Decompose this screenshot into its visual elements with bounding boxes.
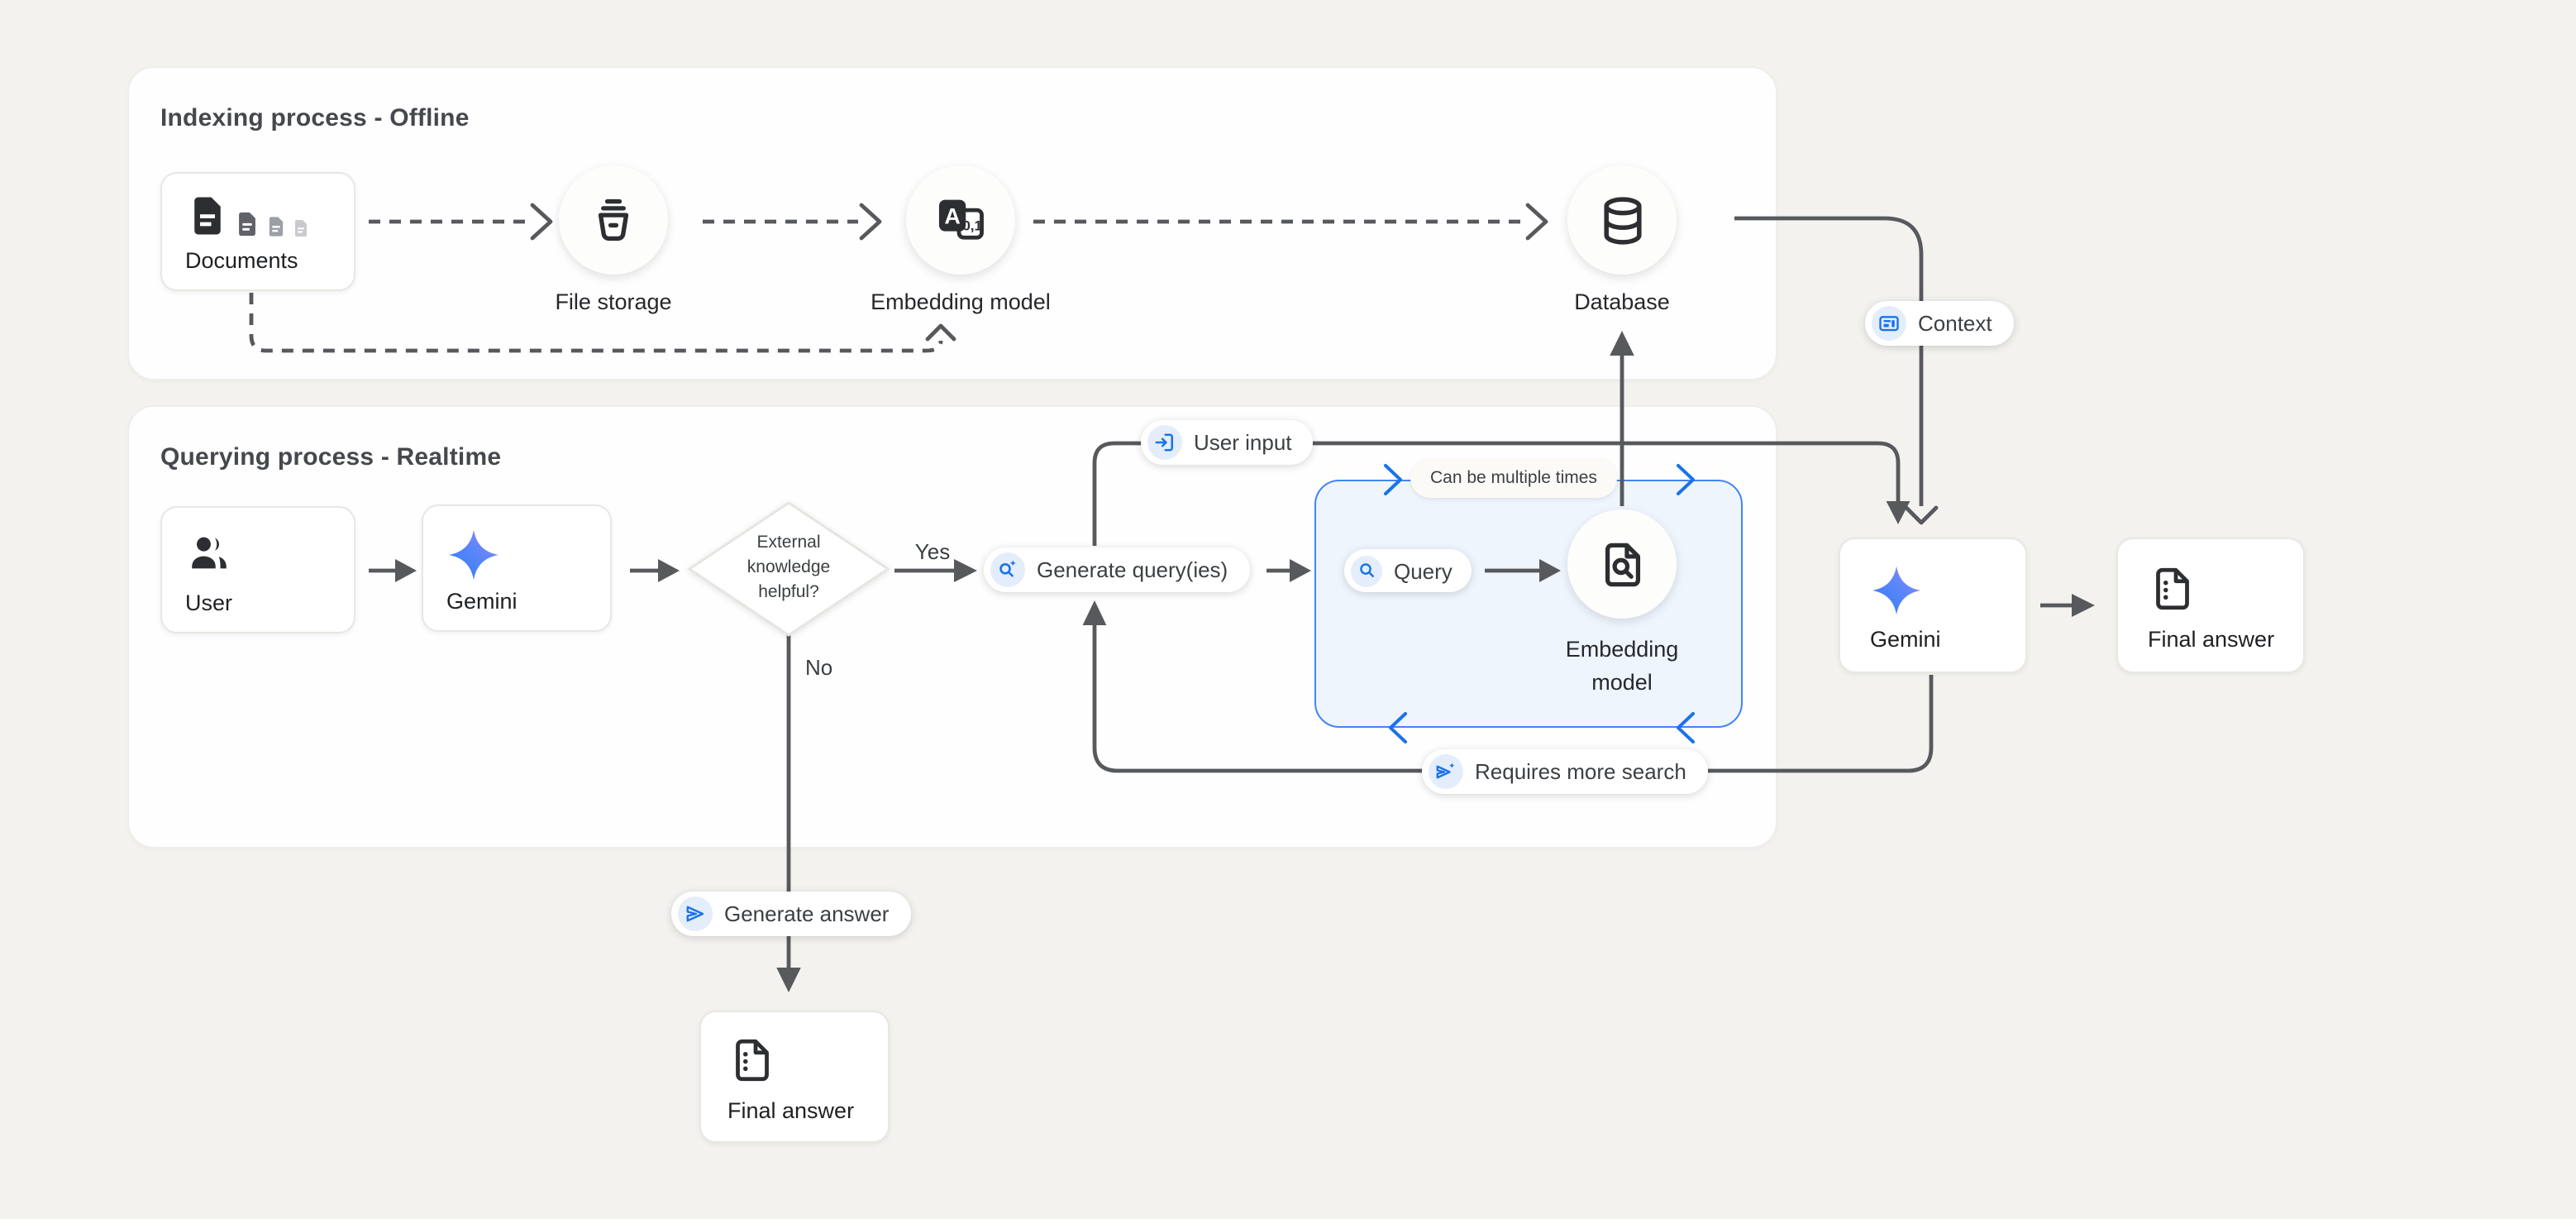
final-answer-right-node: Final answer xyxy=(2116,538,2305,673)
query-embedding-model-label: Embedding model xyxy=(1565,637,1679,695)
loop-chevron-top-left xyxy=(1384,464,1402,495)
edge-to-loop-box-arrow xyxy=(1290,559,1311,582)
embedding-model-label: Embedding model xyxy=(871,289,1051,314)
loop-chevron-top-right xyxy=(1677,464,1695,495)
file-storage-label: File storage xyxy=(555,289,672,314)
search-sparkle-icon xyxy=(990,552,1025,587)
edge-documents-bypass xyxy=(249,293,943,353)
documents-label: Documents xyxy=(185,248,298,273)
gemini-node: Gemini xyxy=(422,504,612,632)
context-pill: Context xyxy=(1865,301,2014,346)
generate-answer-label: Generate answer xyxy=(724,901,890,926)
user-label: User xyxy=(185,590,233,615)
final-answer-bottom-node: Final answer xyxy=(699,1011,890,1143)
requires-more-search-label: Requires more search xyxy=(1475,759,1686,784)
edge-user-input xyxy=(1092,441,1901,546)
user-node: User xyxy=(160,506,355,633)
document-search-icon xyxy=(1595,537,1649,591)
edge-query-to-embedding-arrow xyxy=(1539,559,1561,582)
final-answer-bottom-label: Final answer xyxy=(727,1098,855,1123)
no-edge-label: No xyxy=(805,655,833,680)
edge-storage-to-embedding-arrow xyxy=(859,203,882,241)
answer-document-icon xyxy=(2148,564,2197,622)
requires-more-search-pill: Requires more search xyxy=(1422,749,1708,794)
edge-embedding-to-database-arrow xyxy=(1525,203,1548,241)
edge-context xyxy=(1734,216,1924,506)
indexing-panel-title: Indexing process - Offline xyxy=(160,104,470,132)
generate-queries-pill: Generate query(ies) xyxy=(984,547,1250,592)
edge-gemini-to-decision-arrow xyxy=(658,559,680,582)
gemini-label: Gemini xyxy=(446,589,518,614)
gemini-star-icon xyxy=(1870,564,1923,625)
gemini-final-node: Gemini xyxy=(1839,538,2027,673)
send-sparkle-icon xyxy=(1429,754,1463,789)
send-icon xyxy=(678,896,713,931)
gemini-star-icon xyxy=(446,528,501,590)
database-icon xyxy=(1595,193,1649,247)
users-icon xyxy=(185,529,233,586)
context-card-icon xyxy=(1872,306,1906,341)
gemini-final-label: Gemini xyxy=(1870,627,1941,652)
loop-chevron-bottom-right xyxy=(1677,712,1695,743)
query-label: Query xyxy=(1394,558,1453,583)
document-stack-icon xyxy=(185,194,311,238)
embedding-model-node xyxy=(906,165,1015,275)
database-label: Database xyxy=(1574,289,1670,314)
input-icon xyxy=(1147,425,1182,460)
edge-user-to-gemini-arrow xyxy=(395,559,417,582)
generate-queries-label: Generate query(ies) xyxy=(1037,557,1228,582)
query-loop-box xyxy=(1314,480,1743,728)
query-embedding-model-node xyxy=(1567,509,1677,619)
edge-yes-arrow xyxy=(954,559,977,582)
search-icon xyxy=(1351,555,1382,586)
decision-diamond xyxy=(687,501,890,637)
decision-text: External knowledge helpful? xyxy=(747,532,831,601)
loop-chevron-bottom-left xyxy=(1389,712,1407,743)
loop-note-pill: Can be multiple times xyxy=(1410,458,1617,498)
context-pill-label: Context xyxy=(1918,311,1992,336)
yes-edge-label: Yes xyxy=(914,539,951,564)
user-input-label: User input xyxy=(1194,430,1292,455)
querying-panel-title: Querying process - Realtime xyxy=(160,443,502,471)
answer-document-icon xyxy=(727,1035,777,1093)
generate-answer-pill: Generate answer xyxy=(671,892,911,936)
text-to-tokens-icon xyxy=(933,192,989,248)
edge-gemini-to-final-arrow xyxy=(2072,594,2095,617)
documents-node: Documents xyxy=(160,172,355,291)
database-node xyxy=(1567,165,1677,275)
user-input-pill: User input xyxy=(1141,420,1314,465)
final-answer-right-label: Final answer xyxy=(2148,627,2275,652)
file-storage-node xyxy=(559,165,668,275)
storage-bucket-icon xyxy=(587,194,640,246)
query-pill: Query xyxy=(1344,549,1472,592)
